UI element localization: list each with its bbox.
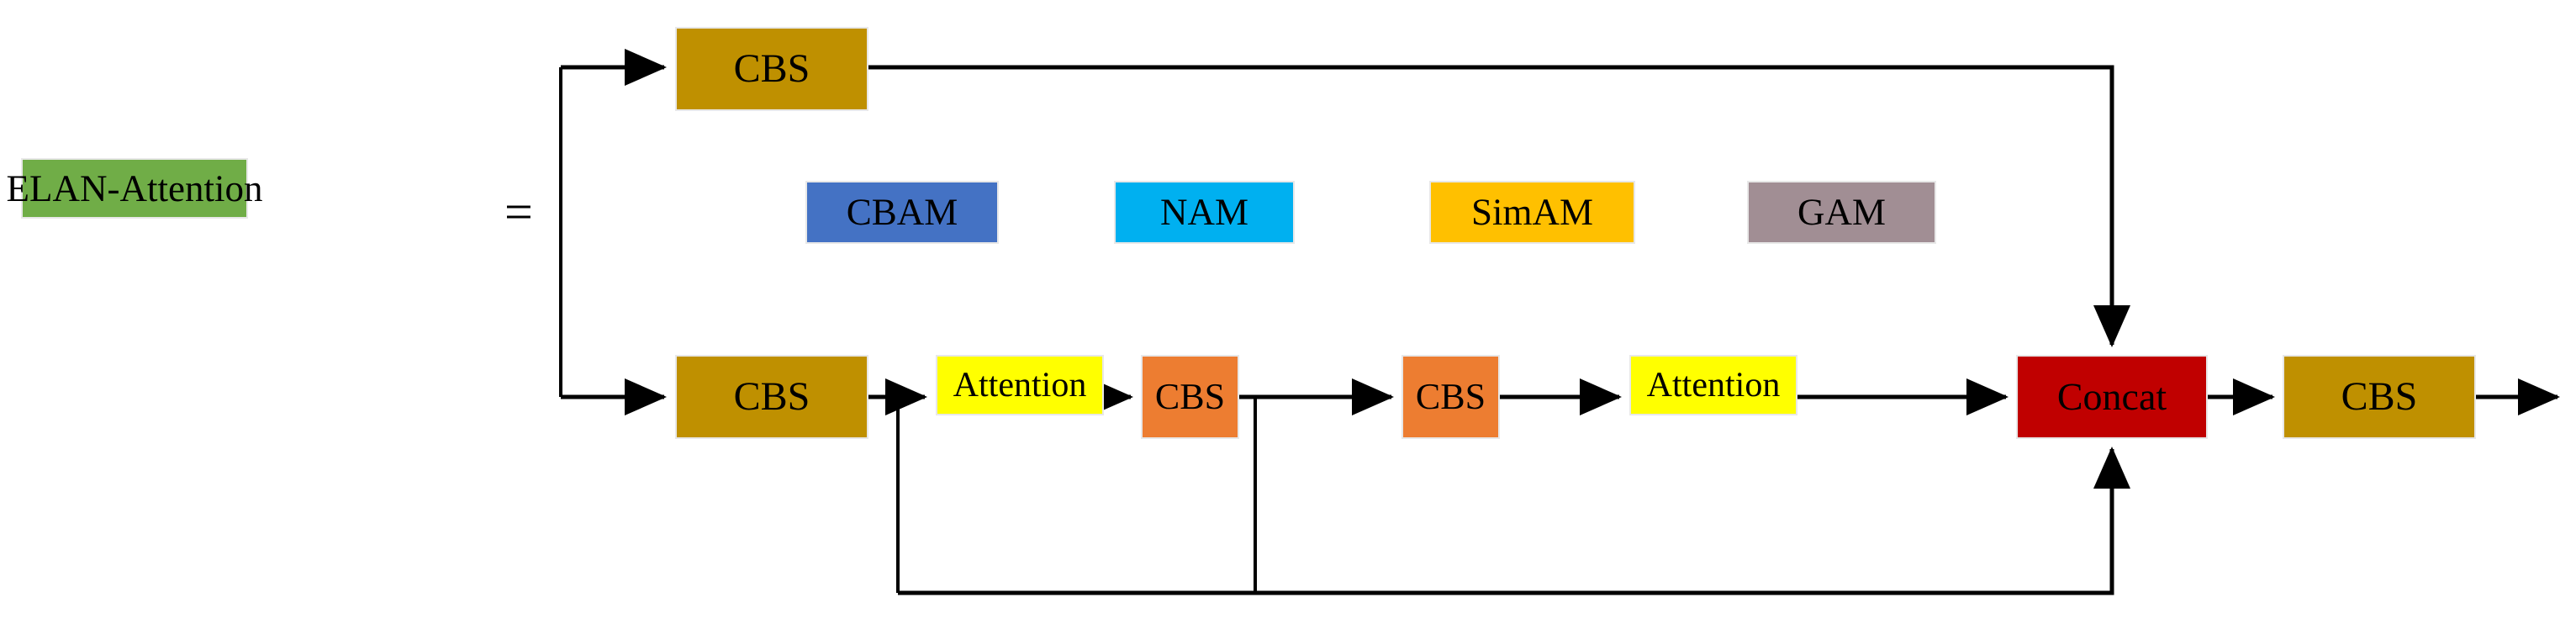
node-cbam[interactable]: CBAM xyxy=(805,181,999,244)
node-gam-label: GAM xyxy=(1797,191,1886,233)
node-attention-1[interactable]: Attention xyxy=(936,355,1104,415)
wire-bottom-skip-rail xyxy=(898,446,2130,595)
node-concat-label: Concat xyxy=(2056,375,2167,418)
node-cbs-output-label: CBS xyxy=(2341,374,2418,419)
node-simam-label: SimAM xyxy=(1470,191,1594,233)
node-cbs-top[interactable]: CBS xyxy=(675,27,868,111)
node-nam[interactable]: NAM xyxy=(1114,181,1295,244)
node-cbs-orange-1[interactable]: CBS xyxy=(1141,355,1239,439)
node-cbam-label: CBAM xyxy=(846,191,958,233)
equals-sign: = xyxy=(504,184,533,240)
node-cbs-bottom-label: CBS xyxy=(733,374,810,419)
node-cbs-top-label: CBS xyxy=(733,46,810,91)
node-attention-1-label: Attention xyxy=(953,366,1087,405)
node-attention-2[interactable]: Attention xyxy=(1629,355,1797,415)
node-nam-label: NAM xyxy=(1159,191,1248,233)
node-gam[interactable]: GAM xyxy=(1747,181,1936,244)
node-attention-2-label: Attention xyxy=(1646,366,1781,405)
node-simam[interactable]: SimAM xyxy=(1429,181,1635,244)
node-cbs-orange-2-label: CBS xyxy=(1415,376,1486,417)
node-cbs-orange-1-label: CBS xyxy=(1154,376,1226,417)
node-elan-attention[interactable]: ELAN-Attention xyxy=(7,158,262,219)
node-cbs-orange-2[interactable]: CBS xyxy=(1401,355,1500,439)
node-concat[interactable]: Concat xyxy=(2016,355,2208,439)
node-cbs-output[interactable]: CBS xyxy=(2283,355,2476,439)
node-cbs-bottom[interactable]: CBS xyxy=(675,355,868,439)
node-elan-attention-label: ELAN-Attention xyxy=(6,167,263,209)
